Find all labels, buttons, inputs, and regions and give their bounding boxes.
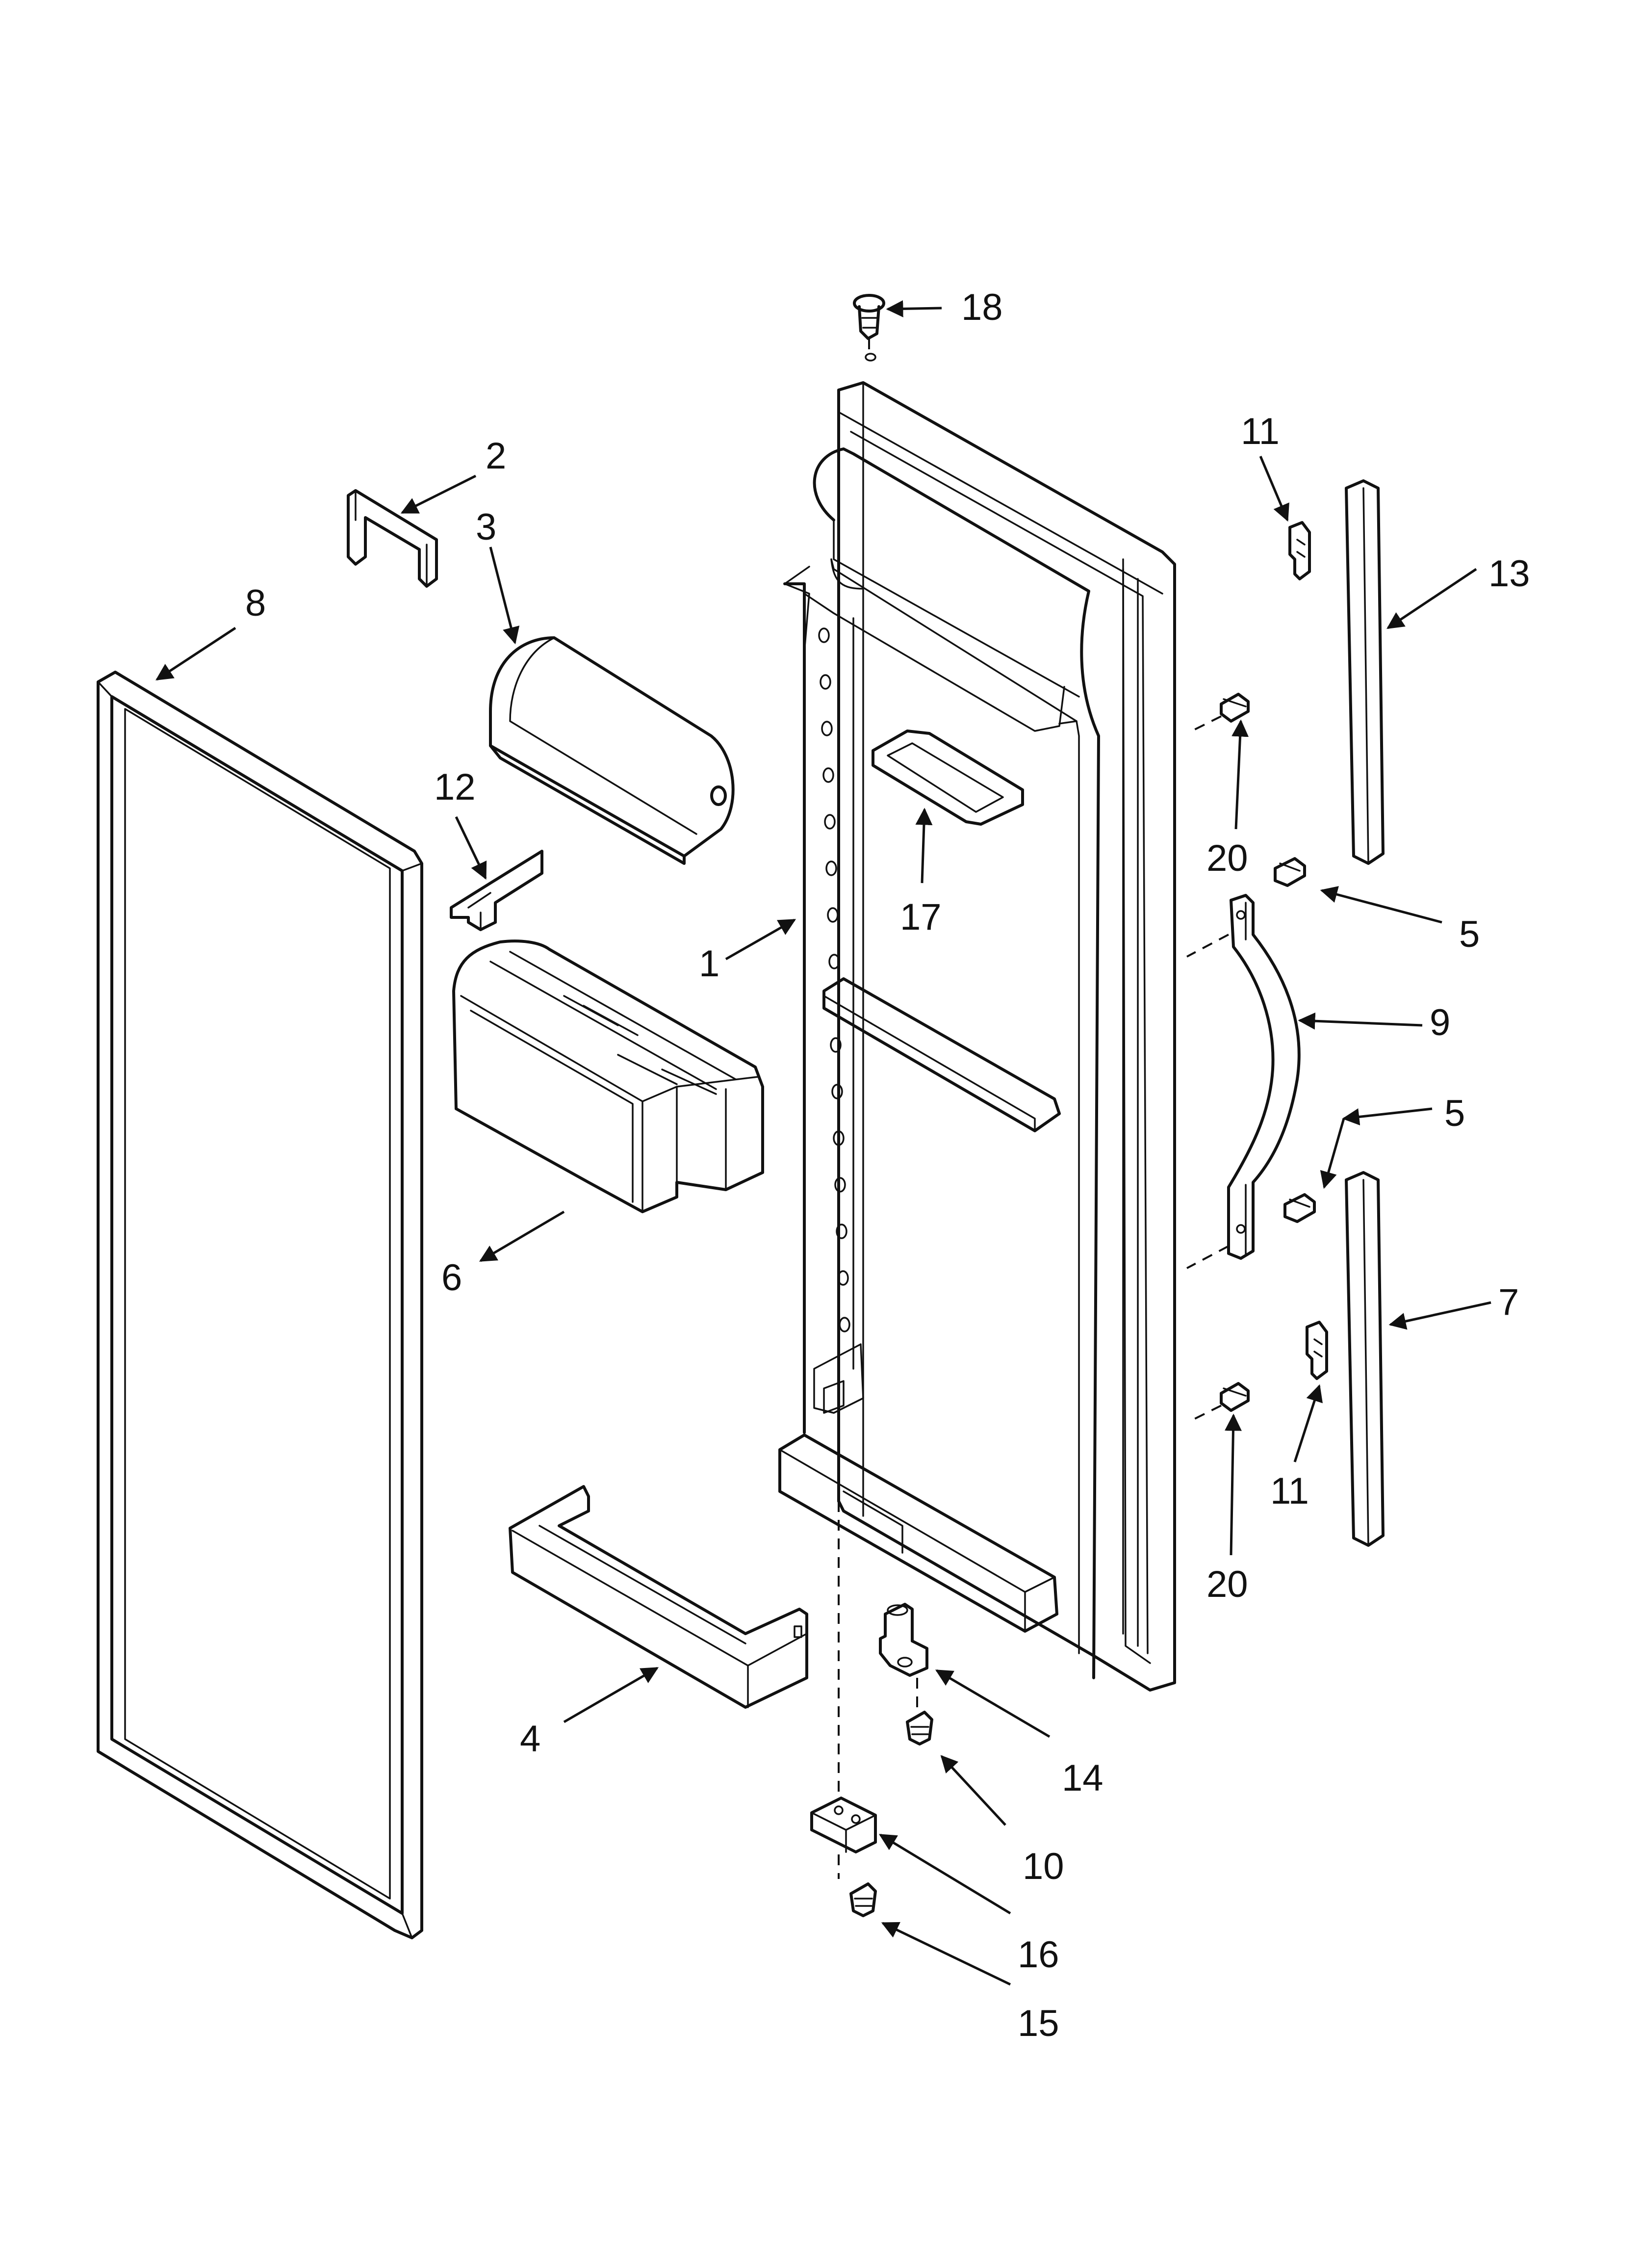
- bracket: [347, 489, 438, 588]
- screw-20-upper: [1191, 693, 1250, 732]
- door-bin: [452, 939, 764, 1213]
- callout-6: 6: [441, 1257, 462, 1299]
- callout-15: 15: [1018, 2003, 1059, 2044]
- hinge-screw: [906, 1678, 933, 1746]
- callout-5-upper: 5: [1459, 913, 1480, 955]
- leader-lines: [155, 300, 1491, 1986]
- screw-5-lower: [1283, 1193, 1316, 1223]
- callout-14: 14: [1062, 1757, 1103, 1799]
- callout-11-upper: 11: [1241, 411, 1280, 452]
- callout-5-lower: 5: [1444, 1093, 1465, 1134]
- callout-8: 8: [245, 582, 266, 624]
- callout-20-lower: 20: [1206, 1564, 1248, 1605]
- callout-18: 18: [961, 287, 1003, 328]
- callout-17: 17: [900, 896, 942, 938]
- callout-4: 4: [520, 1718, 540, 1760]
- upper-trim-strip: [1345, 479, 1385, 865]
- door-rail: [509, 1485, 808, 1709]
- callout-7: 7: [1498, 1281, 1519, 1323]
- bracket-screw: [849, 1882, 877, 1917]
- trim-clip-lower: [1306, 1321, 1328, 1380]
- callout-labels: 18 2 3 8 12 1 17 11 13 20 5 9 5 6 7 11 2…: [245, 287, 1530, 2044]
- callout-3: 3: [476, 506, 496, 548]
- door-gasket: [97, 671, 423, 1939]
- callout-10: 10: [1023, 1846, 1064, 1887]
- door-liner: [778, 381, 1176, 1692]
- lower-trim-strip: [1345, 1171, 1385, 1547]
- callout-2: 2: [486, 435, 506, 477]
- shelf-clip: [450, 850, 543, 931]
- callout-13: 13: [1488, 553, 1530, 595]
- callout-20-upper: 20: [1206, 837, 1248, 879]
- screw-5-upper: [1274, 857, 1306, 887]
- shelf-holes: [818, 627, 850, 1332]
- callout-12: 12: [434, 766, 476, 808]
- callout-9: 9: [1430, 1002, 1450, 1043]
- callout-16: 16: [1018, 1934, 1059, 1976]
- callout-11-lower: 11: [1270, 1470, 1309, 1512]
- butter-tray: [872, 730, 1024, 826]
- dairy-cover: [489, 636, 735, 865]
- lower-hinge-pin: [879, 1603, 928, 1677]
- callout-1: 1: [699, 943, 719, 985]
- trim-clip-upper: [1288, 521, 1311, 580]
- top-plug: [853, 294, 885, 362]
- hinge-bracket: [810, 1501, 877, 1879]
- screw-20-lower: [1191, 1382, 1250, 1421]
- door-handle: [1186, 894, 1301, 1269]
